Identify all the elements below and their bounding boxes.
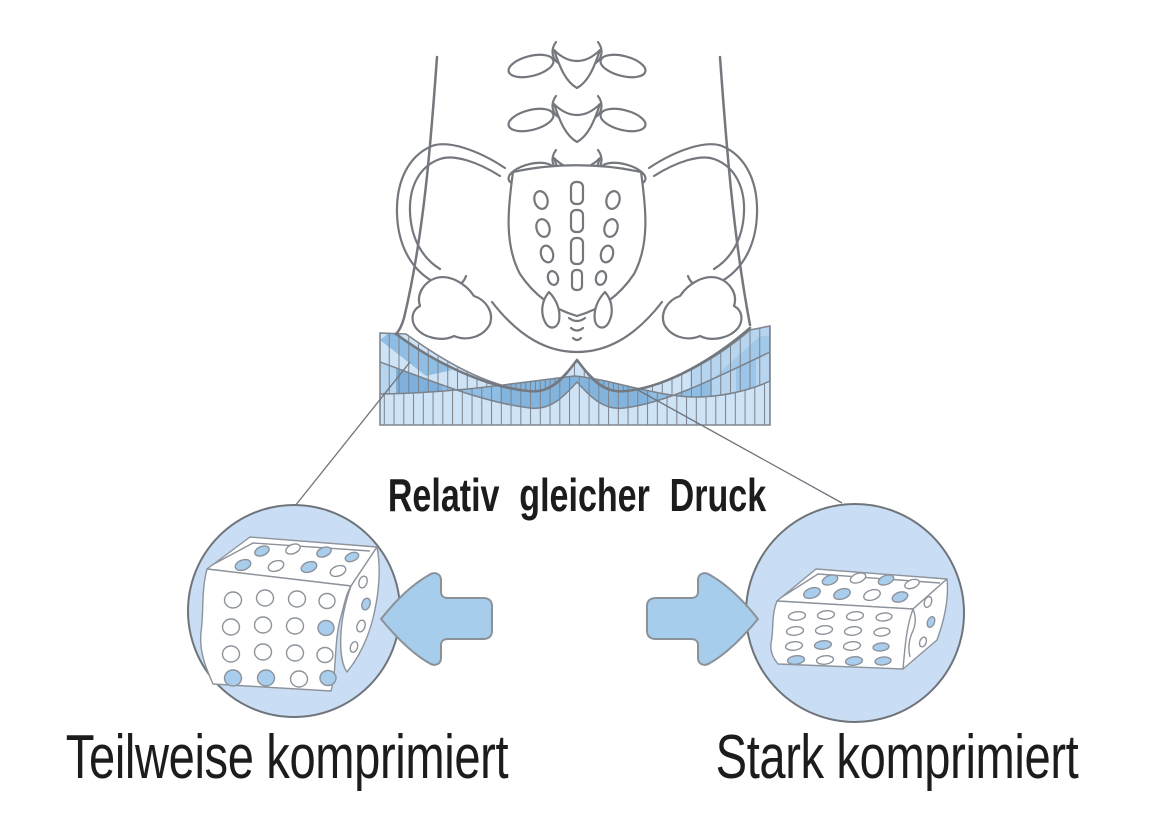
pelvis-on-cushion-illustration bbox=[394, 40, 759, 393]
arrow-right-icon bbox=[646, 572, 759, 666]
body-bottom-contour bbox=[394, 326, 752, 393]
sacrum bbox=[507, 164, 647, 342]
caption-partially-compressed: Teilweise komprimiert bbox=[65, 723, 509, 792]
torso-outline-right bbox=[718, 55, 752, 327]
caption-equal-pressure: Relativ gleicher Druck bbox=[387, 469, 767, 521]
foam-sample-partially-compressed bbox=[199, 536, 380, 692]
leader-line-right bbox=[637, 389, 843, 504]
caption-strongly-compressed: Stark komprimiert bbox=[715, 723, 1079, 792]
leader-line-left bbox=[294, 361, 411, 507]
ischium-blobs bbox=[411, 276, 743, 354]
inset-circle-right bbox=[745, 503, 965, 723]
foam-sample-strongly-compressed bbox=[770, 568, 949, 670]
inset-circle-left bbox=[187, 504, 401, 718]
